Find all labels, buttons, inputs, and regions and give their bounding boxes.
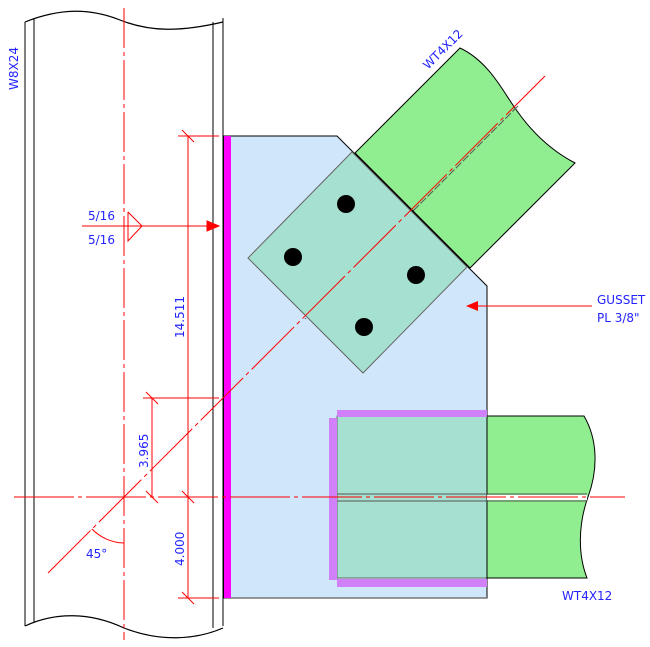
horizontal-brace-wt4x12[interactable] bbox=[329, 410, 596, 587]
column-top-break bbox=[24, 10, 224, 30]
bolt-icon bbox=[407, 266, 425, 284]
weld-size-top: 5/16 bbox=[88, 209, 115, 223]
diagonal-centerline bbox=[47, 75, 546, 574]
dim-gusset-height: 14.511 bbox=[173, 296, 187, 338]
weld-size-bottom: 5/16 bbox=[88, 233, 115, 247]
diagonal-brace-edge bbox=[354, 152, 471, 269]
bolt-icon bbox=[284, 248, 302, 266]
brace-weld-top bbox=[337, 410, 487, 417]
diagonal-brace-body bbox=[354, 47, 576, 269]
diagonal-splice-plate bbox=[247, 151, 468, 374]
dim-work-point-offset: 3.965 bbox=[137, 434, 151, 468]
horizontal-brace-label: WT4X12 bbox=[562, 589, 612, 603]
gusset-leader bbox=[466, 301, 592, 311]
gusset-label: GUSSET bbox=[597, 293, 646, 307]
dimensions bbox=[91, 129, 219, 605]
dim-bottom-offset: 4.000 bbox=[173, 532, 187, 566]
angle-label: 45° bbox=[86, 547, 107, 561]
bolt-icon bbox=[337, 195, 355, 213]
bolt-icon bbox=[355, 318, 373, 336]
brace-weld-bottom bbox=[337, 579, 487, 587]
centerlines bbox=[14, 8, 625, 640]
column-label: W8X24 bbox=[7, 47, 21, 90]
column-w8x24[interactable] bbox=[24, 10, 224, 639]
weld-symbol bbox=[82, 211, 221, 243]
column-weld bbox=[224, 136, 231, 598]
brace-weld-end bbox=[329, 418, 337, 580]
bolts bbox=[284, 195, 425, 336]
gusset-thickness-label: PL 3/8" bbox=[597, 311, 640, 325]
